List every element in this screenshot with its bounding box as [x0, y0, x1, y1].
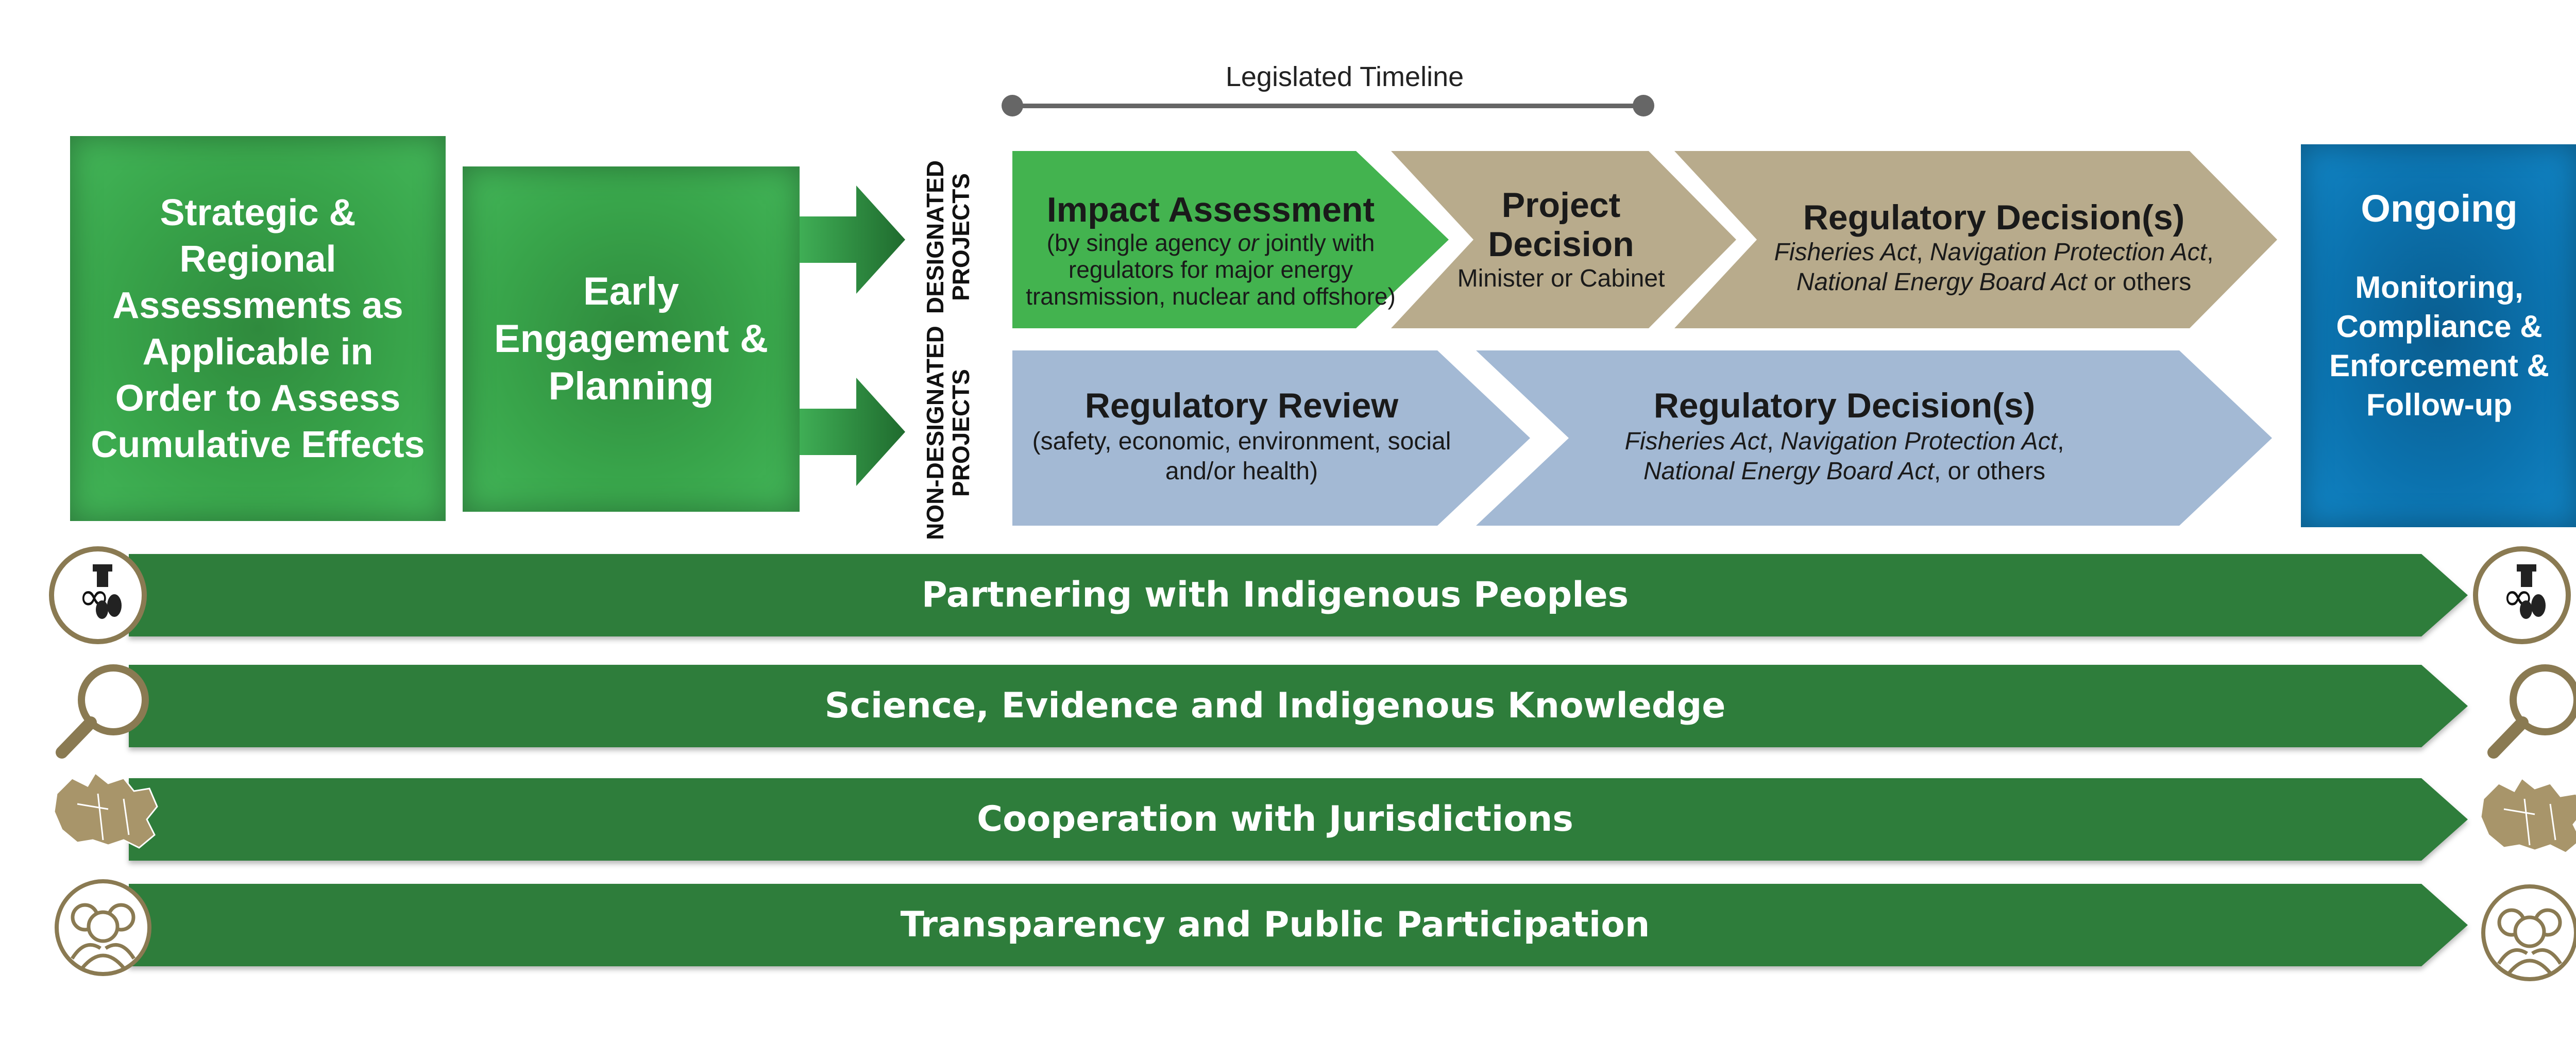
regulatory-decision-non-designated-title: Regulatory Decision(s)	[1653, 386, 2036, 425]
ongoing-body: Monitoring, Compliance & Enforcement & F…	[2329, 270, 2549, 422]
canada-map-icon	[53, 771, 158, 849]
regulatory-review-title: Regulatory Review	[1084, 386, 1399, 425]
regulatory-review-text: Regulatory Review (safety, economic, env…	[1023, 371, 1461, 500]
regulatory-decision-designated-chevron	[1674, 151, 2277, 328]
timeline-start-dot	[1002, 95, 1023, 116]
ongoing-box: Ongoing Monitoring, Compliance & Enforce…	[2301, 144, 2576, 527]
canada-map-icon-right	[2480, 777, 2576, 854]
project-decision-text: Project Decision Minister or Cabinet	[1443, 175, 1680, 304]
regulatory-review-chevron	[1012, 350, 1530, 526]
people-group-icon-right	[2481, 884, 2576, 981]
regulatory-decision-non-designated-chevron	[1476, 350, 2272, 526]
band-partnering-label: Partnering with Indigenous Peoples	[921, 575, 1629, 615]
people-group-icon	[55, 879, 151, 976]
principle-bands	[129, 554, 2468, 966]
band-shape-cooperation	[129, 778, 2468, 861]
ongoing-title: Ongoing	[2361, 187, 2518, 230]
early-engagement-label: Early Engagement & Planning	[494, 270, 769, 408]
band-cooperation-label: Cooperation with Jurisdictions	[977, 799, 1573, 840]
timeline-end-dot	[1633, 95, 1654, 116]
indigenous-symbols-icon-right: ∞	[2473, 546, 2571, 644]
regulatory-review-subtitle: (safety, economic, environment, social a…	[1032, 428, 1451, 485]
strategic-assessments-box: Strategic & Regional Assessments as Appl…	[70, 136, 446, 521]
indigenous-symbols-icon: ∞	[49, 546, 147, 644]
impact-assessment-chevron	[1012, 151, 1449, 328]
regulatory-decision-designated-text: Regulatory Decision(s) Fisheries Act, Na…	[1772, 175, 2215, 320]
band-shape-transparency	[129, 884, 2468, 966]
project-decision-title: Project Decision	[1488, 186, 1634, 264]
designated-arrow-icon	[800, 186, 905, 294]
non-designated-arrow-icon	[800, 378, 905, 486]
strategic-assessments-label: Strategic & Regional Assessments as Appl…	[91, 192, 425, 465]
impact-assessment-text: Impact Assessment (by single agency or j…	[1018, 178, 1404, 322]
magnifying-glass-icon	[56, 664, 149, 759]
project-decision-subtitle: Minister or Cabinet	[1457, 265, 1665, 292]
band-transparency-label: Transparency and Public Participation	[900, 904, 1650, 945]
magnifying-glass-icon-right	[2487, 664, 2576, 759]
band-shape-partnering	[129, 554, 2468, 636]
project-decision-chevron	[1391, 151, 1736, 328]
regulatory-decision-designated-subtitle: Fisheries Act, Navigation Protection Act…	[1774, 239, 2214, 296]
early-engagement-box: Early Engagement & Planning	[463, 166, 800, 512]
process-chevrons	[1012, 151, 2277, 526]
impact-assessment-subtitle: (by single agency or jointly with regula…	[1026, 229, 1396, 310]
impact-assessment-title: Impact Assessment	[1046, 190, 1375, 229]
regulatory-decision-non-designated-subtitle: Fisheries Act, Navigation Protection Act…	[1624, 428, 2064, 485]
regulatory-decision-non-designated-text: Regulatory Decision(s) Fisheries Act, Na…	[1577, 371, 2112, 500]
regulatory-decision-designated-title: Regulatory Decision(s)	[1803, 198, 2185, 237]
timeline-bar	[1012, 104, 1643, 108]
band-science-label: Science, Evidence and Indigenous Knowled…	[824, 685, 1726, 726]
timeline-label: Legislated Timeline	[1225, 61, 1464, 92]
band-shape-science	[129, 665, 2468, 747]
